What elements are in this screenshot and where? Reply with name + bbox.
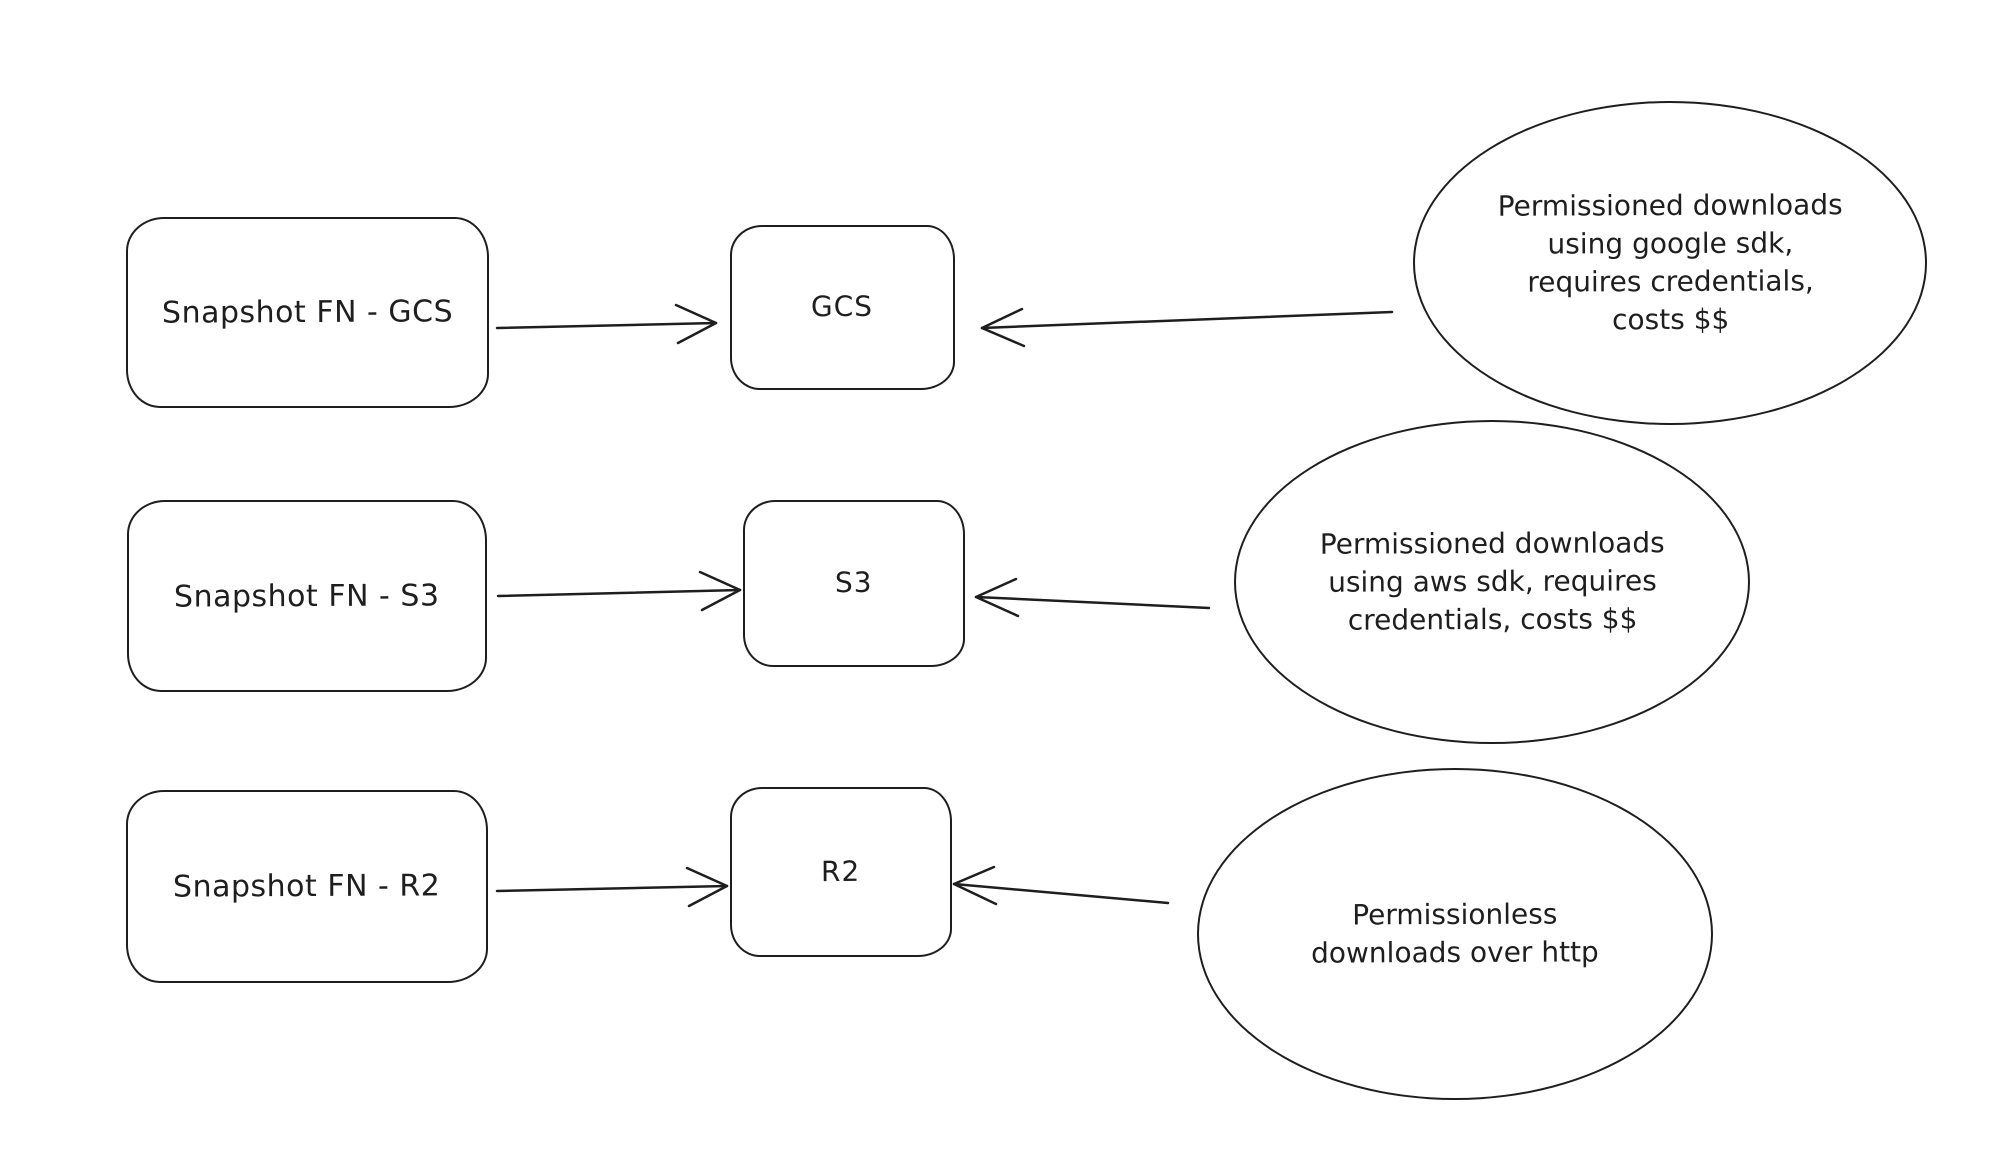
shape-note-gcs[interactable]: Permissioned downloads using google sdk,…	[1413, 101, 1927, 425]
shape-snapshot-fn-r2[interactable]: Snapshot FN - R2	[126, 790, 488, 983]
arrow-snapshot-gcs-to-gcs[interactable]	[495, 303, 718, 345]
shape-note-s3-label: Permissioned downloads using aws sdk, re…	[1319, 526, 1665, 637]
arrow-snapshot-s3-to-s3[interactable]	[496, 570, 742, 612]
shape-snapshot-fn-s3[interactable]: Snapshot FN - S3	[127, 500, 487, 692]
arrow-snapshot-r2-to-r2[interactable]	[495, 866, 729, 908]
shape-snapshot-fn-s3-label: Snapshot FN - S3	[174, 577, 440, 615]
shape-r2[interactable]: R2	[730, 787, 952, 957]
shape-snapshot-fn-gcs[interactable]: Snapshot FN - GCS	[126, 217, 489, 408]
shape-gcs[interactable]: GCS	[730, 225, 955, 390]
shape-snapshot-fn-r2-label: Snapshot FN - R2	[173, 868, 441, 905]
shape-note-r2[interactable]: Permissionless downloads over http	[1197, 768, 1713, 1100]
shape-s3[interactable]: S3	[743, 500, 965, 667]
shape-s3-label: S3	[835, 566, 873, 600]
shape-r2-label: R2	[821, 854, 861, 888]
shape-gcs-label: GCS	[811, 290, 874, 324]
shape-snapshot-fn-gcs-label: Snapshot FN - GCS	[161, 294, 454, 331]
shape-note-s3[interactable]: Permissioned downloads using aws sdk, re…	[1234, 420, 1750, 744]
arrow-note-s3-to-s3[interactable]	[974, 577, 1211, 618]
arrow-note-r2-to-r2[interactable]	[952, 865, 1170, 906]
shape-note-r2-label: Permissionless downloads over http	[1311, 897, 1599, 970]
arrow-note-gcs-to-gcs[interactable]	[980, 307, 1394, 348]
shape-note-gcs-label: Permissioned downloads using google sdk,…	[1497, 188, 1843, 337]
